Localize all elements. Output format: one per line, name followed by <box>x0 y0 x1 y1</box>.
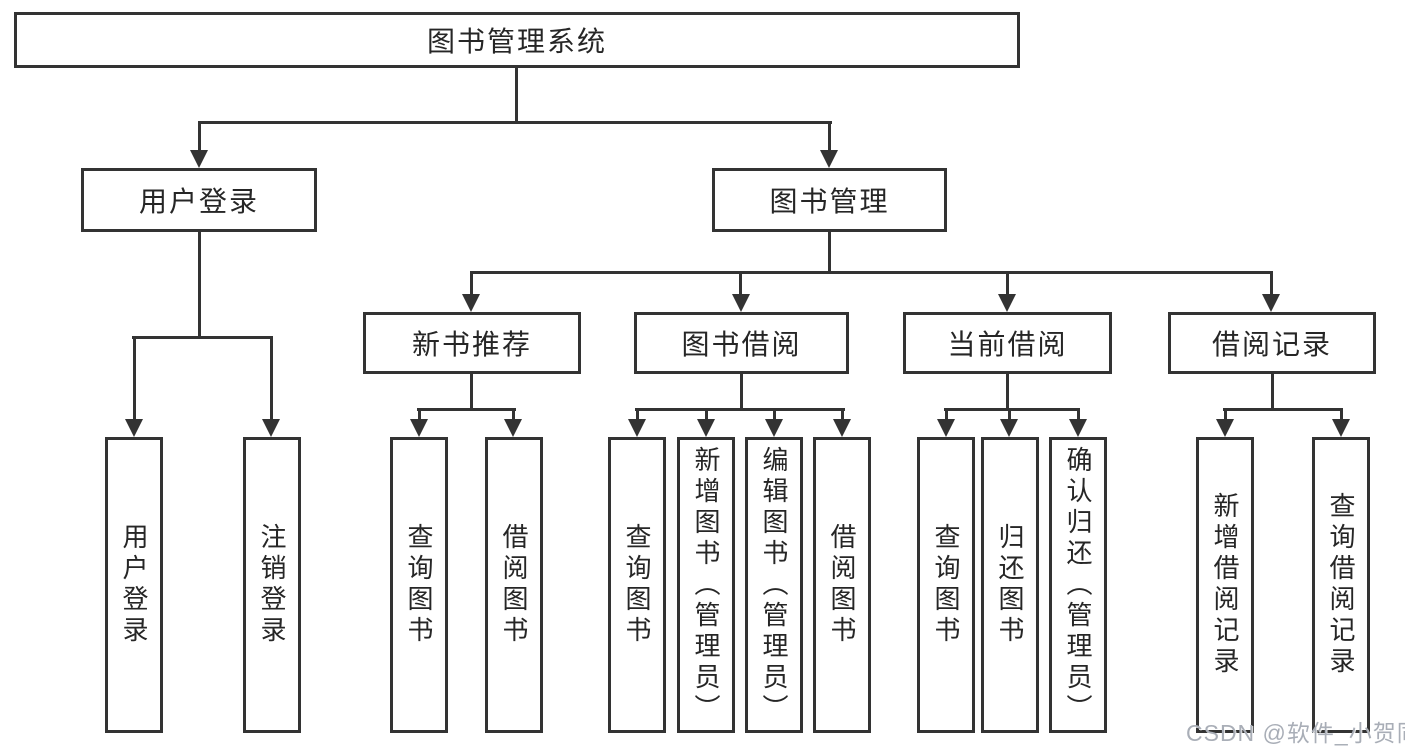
arrow-down-icon <box>765 419 783 437</box>
leaf-borrow-borrow-books-label: 借阅图书 <box>827 523 857 647</box>
connector-line <box>1270 271 1273 297</box>
leaf-recommend-borrow-books-label: 借阅图书 <box>499 523 529 647</box>
node-borrow-records-label: 借阅记录 <box>1211 329 1332 360</box>
leaf-borrow-query-books: 查询图书 <box>608 437 666 733</box>
connector-line <box>841 408 844 422</box>
node-root-label: 图书管理系统 <box>426 26 607 57</box>
node-current-borrow: 当前借阅 <box>903 312 1112 374</box>
node-root: 图书管理系统 <box>14 12 1020 68</box>
node-current-borrow-label: 当前借阅 <box>947 329 1068 360</box>
leaf-query-borrow-record-label: 查询借阅记录 <box>1326 492 1356 678</box>
node-book-management-label: 图书管理 <box>769 186 890 217</box>
connector-line <box>132 336 273 339</box>
leaf-edit-books-admin-label: 编辑图书（管理员） <box>759 445 789 725</box>
connector-line <box>739 271 742 297</box>
leaf-query-borrow-record: 查询借阅记录 <box>1312 437 1370 733</box>
node-book-borrow: 图书借阅 <box>634 312 849 374</box>
node-borrow-records: 借阅记录 <box>1168 312 1376 374</box>
connector-line <box>198 121 832 124</box>
leaf-user-login-label: 用户登录 <box>119 523 149 647</box>
node-new-book-recommend-label: 新书推荐 <box>411 329 532 360</box>
leaf-add-borrow-record-label: 新增借阅记录 <box>1210 492 1240 678</box>
connector-line <box>198 232 201 339</box>
connector-line <box>1008 408 1011 422</box>
node-user-login: 用户登录 <box>81 168 317 232</box>
node-new-book-recommend: 新书推荐 <box>363 312 581 374</box>
arrow-down-icon <box>628 419 646 437</box>
leaf-logout-label: 注销登录 <box>257 523 287 647</box>
arrow-down-icon <box>1069 419 1087 437</box>
leaf-borrow-query-books-label: 查询图书 <box>622 523 652 647</box>
leaf-recommend-borrow-books: 借阅图书 <box>485 437 543 733</box>
leaf-recommend-query-books-label: 查询图书 <box>404 523 434 647</box>
arrow-down-icon <box>833 419 851 437</box>
connector-line <box>1006 374 1009 411</box>
connector-line <box>133 336 136 421</box>
connector-line <box>270 336 273 421</box>
connector-line <box>1223 408 1343 411</box>
connector-line <box>740 374 743 411</box>
connector-line <box>198 121 201 153</box>
arrow-down-icon <box>410 419 428 437</box>
arrow-down-icon <box>1000 419 1018 437</box>
arrow-down-icon <box>190 150 208 168</box>
arrow-down-icon <box>998 294 1016 312</box>
leaf-return-books: 归还图书 <box>981 437 1039 733</box>
csdn-watermark: CSDN @软件_小贺同学 <box>1186 720 1405 746</box>
connector-line <box>515 68 518 124</box>
arrow-down-icon <box>820 150 838 168</box>
arrow-down-icon <box>697 419 715 437</box>
connector-line <box>636 408 639 422</box>
arrow-down-icon <box>732 294 750 312</box>
connector-line <box>1006 271 1009 297</box>
leaf-current-query-books-label: 查询图书 <box>931 523 961 647</box>
arrow-down-icon <box>937 419 955 437</box>
leaf-confirm-return-admin: 确认归还（管理员） <box>1049 437 1107 733</box>
connector-line <box>635 408 845 411</box>
connector-line <box>944 408 1080 411</box>
arrow-down-icon <box>504 419 522 437</box>
connector-line <box>828 232 831 274</box>
connector-line <box>1224 408 1227 422</box>
connector-line <box>470 374 473 411</box>
connector-line <box>470 271 1273 274</box>
connector-line <box>1077 408 1080 422</box>
leaf-return-books-label: 归还图书 <box>995 523 1025 647</box>
arrow-down-icon <box>462 294 480 312</box>
leaf-add-borrow-record: 新增借阅记录 <box>1196 437 1254 733</box>
node-book-borrow-label: 图书借阅 <box>681 329 802 360</box>
leaf-recommend-query-books: 查询图书 <box>390 437 448 733</box>
arrow-down-icon <box>262 419 280 437</box>
arrow-down-icon <box>1262 294 1280 312</box>
connector-line <box>418 408 421 422</box>
leaf-add-books-admin-label: 新增图书（管理员） <box>691 445 721 725</box>
connector-line <box>945 408 948 422</box>
leaf-confirm-return-admin-label: 确认归还（管理员） <box>1063 445 1093 725</box>
leaf-logout: 注销登录 <box>243 437 301 733</box>
arrow-down-icon <box>125 419 143 437</box>
leaf-borrow-borrow-books: 借阅图书 <box>813 437 871 733</box>
leaf-current-query-books: 查询图书 <box>917 437 975 733</box>
leaf-edit-books-admin: 编辑图书（管理员） <box>745 437 803 733</box>
leaf-add-books-admin: 新增图书（管理员） <box>677 437 735 733</box>
node-book-management: 图书管理 <box>712 168 947 232</box>
leaf-user-login: 用户登录 <box>105 437 163 733</box>
arrow-down-icon <box>1216 419 1234 437</box>
connector-line <box>773 408 776 422</box>
connector-line <box>705 408 708 422</box>
connector-line <box>512 408 515 422</box>
arrow-down-icon <box>1332 419 1350 437</box>
node-user-login-label: 用户登录 <box>138 186 259 217</box>
connector-line <box>1340 408 1343 422</box>
connector-line <box>470 271 473 297</box>
connector-line <box>417 408 516 411</box>
connector-line <box>828 121 831 153</box>
connector-line <box>1271 374 1274 411</box>
